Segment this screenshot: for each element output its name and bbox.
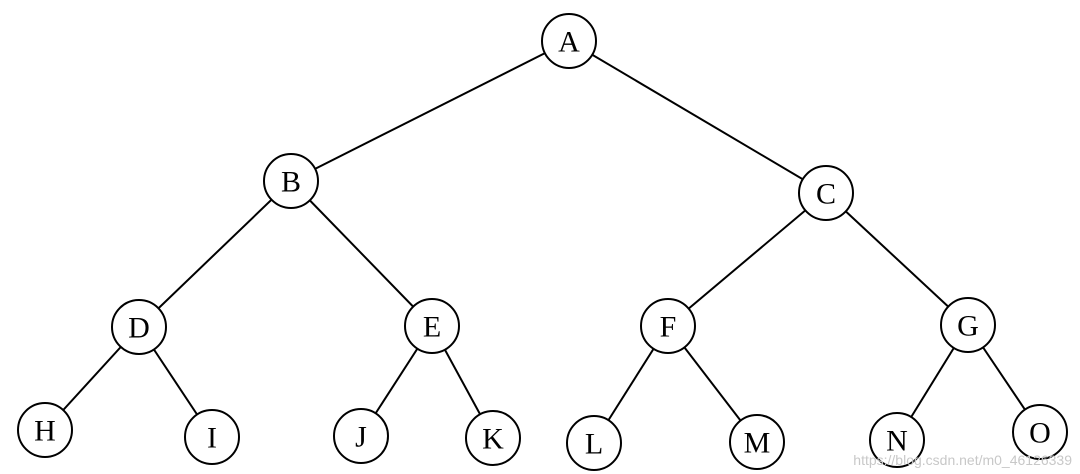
- edge-b-e: [290, 180, 433, 327]
- node-circle: [184, 409, 240, 465]
- node-label: O: [1029, 417, 1051, 450]
- node-circle: [404, 298, 460, 354]
- node-label: K: [482, 423, 504, 456]
- tree-node-h: H: [17, 402, 73, 458]
- node-circle: [566, 415, 622, 471]
- tree-node-n: N: [869, 412, 925, 468]
- node-label: D: [128, 312, 150, 345]
- tree-node-j: J: [333, 408, 389, 464]
- node-label: M: [744, 427, 771, 460]
- tree-node-b: B: [263, 153, 319, 209]
- watermark: https://blog.csdn.net/m0_46126339: [853, 452, 1072, 468]
- node-label: H: [34, 415, 56, 448]
- node-label: J: [355, 421, 367, 454]
- node-circle: [263, 153, 319, 209]
- tree-node-d: D: [111, 299, 167, 355]
- node-label: E: [423, 311, 441, 344]
- edge-a-c: [568, 40, 827, 194]
- node-label: L: [585, 428, 603, 461]
- node-label: I: [207, 422, 217, 455]
- tree-node-k: K: [465, 410, 521, 466]
- node-circle: [111, 299, 167, 355]
- tree-node-f: F: [640, 298, 696, 354]
- tree-node-c: C: [798, 165, 854, 221]
- tree-edges: [44, 40, 1041, 444]
- tree-node-m: M: [729, 414, 785, 470]
- node-circle: [729, 414, 785, 470]
- node-label: N: [886, 425, 908, 458]
- tree-node-a: A: [541, 13, 597, 69]
- edge-b-d: [138, 180, 292, 328]
- tree-node-i: I: [184, 409, 240, 465]
- node-circle: [541, 13, 597, 69]
- node-circle: [1012, 404, 1068, 460]
- node-label: G: [957, 310, 979, 343]
- node-circle: [465, 410, 521, 466]
- node-circle: [640, 298, 696, 354]
- node-circle: [333, 408, 389, 464]
- tree-node-o: O: [1012, 404, 1068, 460]
- edge-c-f: [667, 192, 827, 327]
- node-label: F: [660, 311, 677, 344]
- node-circle: [940, 297, 996, 353]
- node-circle: [869, 412, 925, 468]
- tree-node-g: G: [940, 297, 996, 353]
- tree-node-l: L: [566, 415, 622, 471]
- tree-node-e: E: [404, 298, 460, 354]
- node-label: A: [558, 26, 580, 59]
- node-circle: [17, 402, 73, 458]
- edge-c-g: [825, 192, 969, 326]
- node-label: C: [816, 178, 836, 211]
- tree-nodes: A B C D E F G H I J K L M N O: [17, 13, 1068, 471]
- edge-a-b: [290, 40, 570, 182]
- node-label: B: [281, 166, 301, 199]
- node-circle: [798, 165, 854, 221]
